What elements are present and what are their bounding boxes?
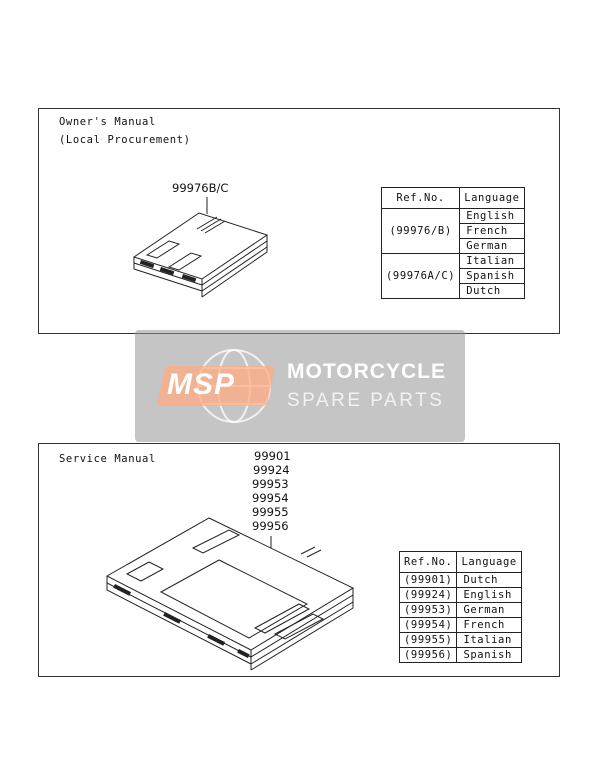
- language-cell: Spanish: [456, 647, 522, 663]
- ref-no-cell: (99924): [398, 587, 458, 603]
- language-cell: Dutch: [456, 572, 522, 588]
- watermark-banner: MSP MOTORCYCLE SPARE PARTS: [135, 330, 465, 442]
- language-cell: Dutch: [459, 283, 525, 299]
- owners-manual-part-number: 99976B/C: [172, 181, 229, 195]
- service-manual-part-number: 99955: [252, 505, 289, 519]
- ref-no-cell: (99956): [398, 647, 458, 663]
- service-manual-part-number: 99924: [253, 463, 290, 477]
- language-cell: Italian: [459, 253, 525, 269]
- language-cell: German: [459, 238, 525, 254]
- service-manual-part-number: 99956: [252, 519, 289, 533]
- language-cell: French: [456, 617, 522, 633]
- watermark-line1: MOTORCYCLE: [287, 360, 446, 383]
- language-header: Language: [459, 187, 525, 209]
- owners-manual-panel: Owner's Manual (Local Procurement) 99976…: [38, 108, 560, 334]
- service-manual-title: Service Manual: [59, 453, 156, 465]
- language-cell: Italian: [456, 632, 522, 648]
- owners-manual-title: Owner's Manual: [59, 116, 156, 128]
- service-manual-ref-table: Ref.No. Language (99901) Dutch (99924) E…: [398, 551, 522, 663]
- owners-manual-ref-table: Ref.No. Language (99976/B) English Frenc…: [380, 187, 525, 299]
- ref-no-header: Ref.No.: [398, 551, 458, 573]
- ref-no-cell: (99954): [398, 617, 458, 633]
- logo-text: MSP: [167, 368, 236, 401]
- language-header: Language: [456, 551, 522, 573]
- ref-no-cell: (99955): [398, 632, 458, 648]
- service-manual-part-number: 99901: [254, 449, 291, 463]
- owners-manual-illustration: [132, 197, 269, 298]
- language-cell: English: [459, 208, 525, 224]
- ref-no-cell: (99976A/C): [380, 253, 461, 299]
- service-manual-part-number: 99953: [252, 477, 289, 491]
- service-manual-part-number: 99954: [252, 491, 289, 505]
- language-cell: German: [456, 602, 522, 618]
- ref-no-cell: (99976/B): [380, 208, 461, 254]
- language-cell: French: [459, 223, 525, 239]
- service-manual-panel: Service Manual 99901 99924 99953 99954 9…: [38, 443, 560, 677]
- ref-no-header: Ref.No.: [380, 187, 461, 209]
- owners-manual-subtitle: (Local Procurement): [59, 134, 191, 146]
- service-manual-illustration: [105, 517, 355, 671]
- language-cell: Spanish: [459, 268, 525, 284]
- watermark-line2: SPARE PARTS: [287, 390, 445, 411]
- ref-no-cell: (99953): [398, 602, 458, 618]
- ref-no-cell: (99901): [398, 572, 458, 588]
- language-cell: English: [456, 587, 522, 603]
